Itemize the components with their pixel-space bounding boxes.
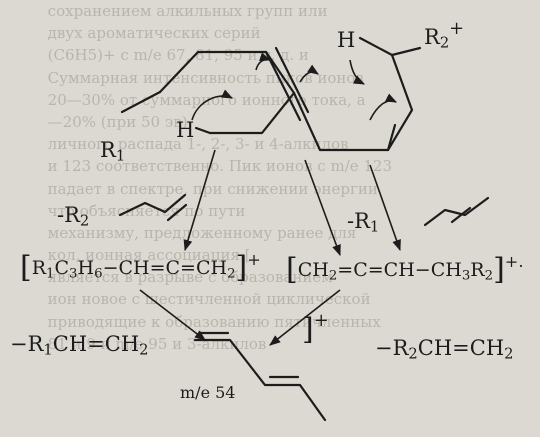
vinyl-right	[423, 196, 490, 227]
background-text-line: является в разрыве с образованием	[0, 268, 333, 287]
h-bond-left	[194, 126, 212, 135]
background-text-line: приводящие к образованию пятичленных	[0, 312, 381, 331]
electron-arrow-5	[349, 59, 366, 85]
loss-r1-label: -R1	[347, 209, 380, 236]
central-bond-1	[264, 50, 302, 122]
r2-substituent: R2+	[424, 18, 465, 52]
ring-substituent-bond	[120, 90, 162, 114]
ion-right-formula: [CH2=C=CH−CH3R2]+.	[286, 252, 524, 287]
arrow-to-ion-right-2	[369, 164, 401, 252]
left-ring-bonds	[158, 50, 296, 135]
vinyl-left-double	[166, 203, 188, 222]
loss-left-alkene: −R1CH=CH2	[10, 332, 149, 359]
background-text-line: и 123 соответственно. Пик ионов с m/e 12…	[0, 157, 393, 176]
central-bond-2	[274, 46, 310, 114]
electron-arrow-1	[191, 89, 234, 121]
arrow-to-ion-right	[304, 159, 341, 257]
background-text-line: кол, ионная ассоциация [	[0, 246, 251, 265]
background-text-line: личного распада 1-, 2-, 3- и 4-алкилов	[0, 135, 349, 154]
r1-substituent: R1	[100, 138, 126, 165]
electron-arrow-4	[369, 93, 398, 121]
background-text-line: 20—30% от суммарного ионного тока, а	[0, 90, 366, 109]
background-text-line: ион новое с шестичленной циклической	[0, 290, 371, 309]
arrow-ion-right-to-product	[269, 289, 341, 346]
background-text-line: сохранением алкильных групп или	[0, 2, 328, 20]
h-atom-left: H	[176, 118, 195, 142]
loss-r2-label: -R2	[57, 203, 90, 230]
product-bracket: ]+	[302, 310, 329, 347]
vinyl-left	[118, 193, 187, 217]
background-text-line: Суммарная интенсивность пиков ионов	[0, 68, 364, 87]
loss-right-alkene: −R2CH=CH2	[375, 336, 514, 363]
h-bond-right	[386, 123, 397, 152]
background-text-line: падает в спектре, при снижении энергии	[0, 179, 378, 198]
vinyl-right-double	[450, 206, 472, 224]
background-text-line: двух ароматических серий	[0, 24, 261, 43]
r2-bond	[390, 46, 422, 57]
background-text-line: —20% (при 50 эв).	[0, 112, 193, 131]
background-text-line: механизму, предложенному ранее для	[0, 223, 357, 242]
h-atom-right: H	[337, 28, 356, 52]
butadiene-product	[193, 338, 327, 422]
electron-arrow-2	[255, 52, 272, 71]
ion-left-formula: [R1C3H6−CH=C=CH2]+	[20, 250, 261, 285]
electron-arrow-3	[299, 64, 319, 83]
arrow-to-ion-left	[183, 149, 216, 252]
product-mass-label: m/e 54	[180, 383, 236, 402]
right-ring-bonds	[292, 36, 414, 152]
arrow-ion-left-to-product	[139, 289, 206, 341]
